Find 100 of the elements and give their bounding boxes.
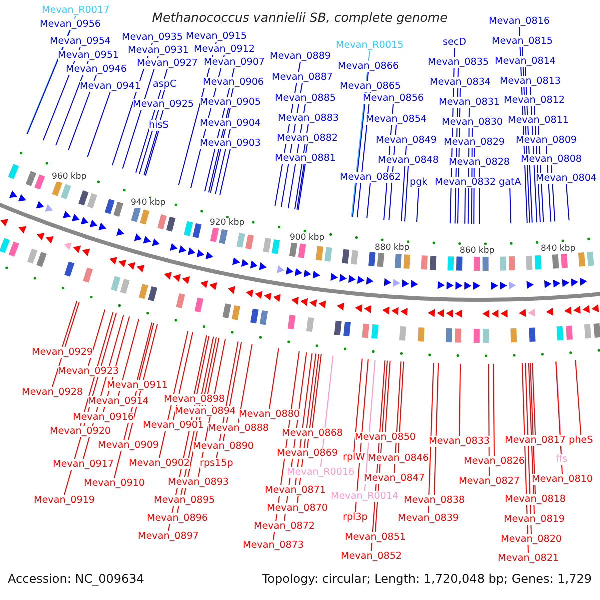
leader-line [52,302,80,388]
leader-line [532,362,536,436]
gene-label: Mevan_0812 [504,95,566,106]
gene-label: Mevan_0954 [50,36,112,47]
gene-label: Mevan_0816 [489,16,550,27]
gene-label: rpl3p [343,512,368,523]
gene-label: Mevan_0956 [40,19,102,30]
gene-label: Mevan_0935 [122,32,184,43]
gene-label: Mevan_0885 [275,93,336,104]
gene-label: Mevan_0830 [442,117,504,128]
gene-label: Mevan_0883 [278,113,340,124]
gene-label: Mevan_0811 [508,115,570,126]
leader-line [269,348,280,410]
gene-label: Mevan_0941 [80,81,142,92]
gene-label: Mevan_0929 [32,347,94,358]
gene-label: Mevan_0865 [340,81,402,92]
gene-label: Mevan_0917 [53,459,114,470]
leader-line [556,361,563,474]
gene-label: Mevan_0820 [501,534,562,545]
gene-label: Mevan_0810 [532,474,594,485]
gene-label: Mevan_0927 [137,58,198,69]
leader-line [87,92,111,158]
gene-label: Mevan_0910 [84,478,146,489]
gene-label: Mevan_0912 [194,44,256,55]
gene-label: rps15p [200,458,234,469]
gene-label: Mevan_0897 [138,531,200,542]
leader-line [434,362,440,496]
gene-label: Mevan_0946 [66,64,128,75]
gene-label: Mevan_0905 [200,97,262,108]
gene-label: rplW [343,452,366,463]
gene-label: Mevan_0804 [536,173,598,184]
leader-line [144,110,164,176]
gene-label: Mevan_0907 [204,57,266,68]
leader-line [145,130,160,176]
leader-line [416,188,420,223]
gene-label: Mevan_0928 [22,387,84,398]
leader-line [62,300,78,348]
leader-line [464,188,466,224]
leader-line [366,182,371,220]
leader-line [56,60,89,146]
leader-line [385,360,391,432]
gene-label: Mevan_0828 [449,157,510,168]
leader-line [401,146,407,222]
gene-label: Mevan_0904 [200,118,262,129]
gene-label: Mevan_0851 [345,532,406,543]
gene-label: Mevan_0862 [340,172,402,183]
gene-label: ffs [556,454,568,465]
scale-label: 900 kbp [290,233,325,243]
gene-label: Mevan_0846 [368,453,430,464]
gene-label: Mevan_0831 [439,97,500,108]
leader-line [298,164,306,210]
leader-line [428,362,434,514]
gene-label: Mevan_0915 [186,31,248,42]
gene-label: Mevan_R0016 [287,467,355,478]
gene-label: Mevan_0881 [275,153,336,164]
gene-label: Mevan_0872 [254,521,316,532]
gene-label: Mevan_0888 [208,423,270,434]
gene-label: Mevan_0902 [129,458,190,469]
gene-label: Mevan_0866 [338,61,400,72]
accession-text: Accession: NC_009634 [8,572,144,586]
leader-line [459,363,462,436]
leader-line [238,344,253,424]
gene-label: Mevan_0817 [505,435,566,446]
gene-label: Mevan_0898 [164,394,226,405]
gene-label: Mevan_0911 [107,380,168,391]
gene-label: Mevan_0914 [88,396,150,407]
gene-label: Mevan_0815 [492,36,554,47]
gene-label: Mevan_0835 [428,57,490,68]
gene-label: Mevan_0887 [272,72,334,83]
scale-label: 840 kbp [541,244,576,254]
leader-line [493,363,495,456]
gene-label: Mevan_R0015 [336,40,404,51]
gene-label: Mevan_0852 [341,551,402,562]
gene-label: Mevan_0847 [364,473,426,484]
gene-label: Mevan_0901 [143,420,204,431]
gene-label: Mevan_0868 [282,428,344,439]
gene-label: Mevan_0870 [267,503,328,514]
gene-label: Mevan_0854 [366,114,428,125]
leader-line [404,166,409,222]
gene-label: Mevan_0819 [504,514,566,525]
gene-label: pgk [410,177,428,188]
gene-label: gatA [499,177,522,188]
gene-label: Mevan_0869 [277,448,338,459]
genome-info-text: Topology: circular; Length: 1,720,048 bp; Genes: 1,729 [262,572,592,586]
gene-label: Mevan_0826 [464,456,526,467]
leader-line [575,360,582,436]
gene-label: Mevan_0829 [444,137,506,148]
gene-label: Mevan_0838 [404,495,466,506]
scale-label: 920 kbp [210,218,245,228]
diagram-title: Methanococcus vannielii SB, complete genome [152,10,448,25]
gene-label: Mevan_0903 [200,138,262,149]
gene-label: Mevan_0833 [429,436,490,447]
leader-line [194,335,208,394]
gene-label: Mevan_0895 [154,495,216,506]
leader-line [510,188,512,224]
gene-label: Mevan_0951 [58,50,120,61]
gene-label: Mevan_0808 [521,154,582,165]
gene-label: Mevan_0818 [505,494,566,505]
gene-label: Mevan_0931 [128,45,190,56]
gene-label: Mevan_0849 [376,135,438,146]
